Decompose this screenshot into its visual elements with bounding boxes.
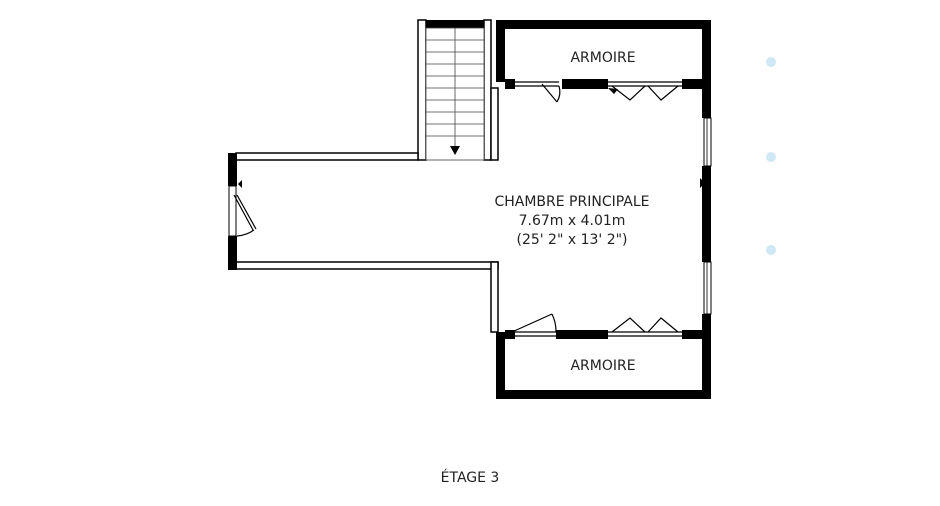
- armoire-top-walls: [496, 20, 711, 112]
- room-dimensions-imperial: (25' 2" x 13' 2"): [516, 232, 627, 248]
- room-name: CHAMBRE PRINCIPALE: [494, 194, 649, 210]
- stair-walls: [417, 19, 492, 161]
- left-door: [233, 194, 257, 237]
- right-wall: [702, 112, 712, 399]
- camera-marker-icon: [766, 245, 776, 255]
- armoire-bottom-walls: [496, 330, 711, 399]
- armoire-bottom-doors: [511, 313, 682, 337]
- armoire-bottom-label: ARMOIRE: [570, 358, 635, 374]
- room-dimensions-metric: 7.67m x 4.01m: [519, 213, 626, 229]
- window-marker-icon: [700, 178, 705, 188]
- door-marker-icon: [238, 180, 242, 188]
- staircase: [426, 28, 484, 148]
- door-marker-icon: [608, 88, 618, 94]
- camera-marker-icon: [766, 57, 776, 67]
- camera-marker-icon: [766, 152, 776, 162]
- armoire-top-doors: [515, 81, 682, 103]
- stair-arrow-icon: [450, 146, 460, 155]
- left-wall: [228, 153, 237, 270]
- floor-label: ÉTAGE 3: [440, 470, 500, 486]
- armoire-top-label: ARMOIRE: [570, 50, 635, 66]
- camera-markers: [766, 57, 776, 255]
